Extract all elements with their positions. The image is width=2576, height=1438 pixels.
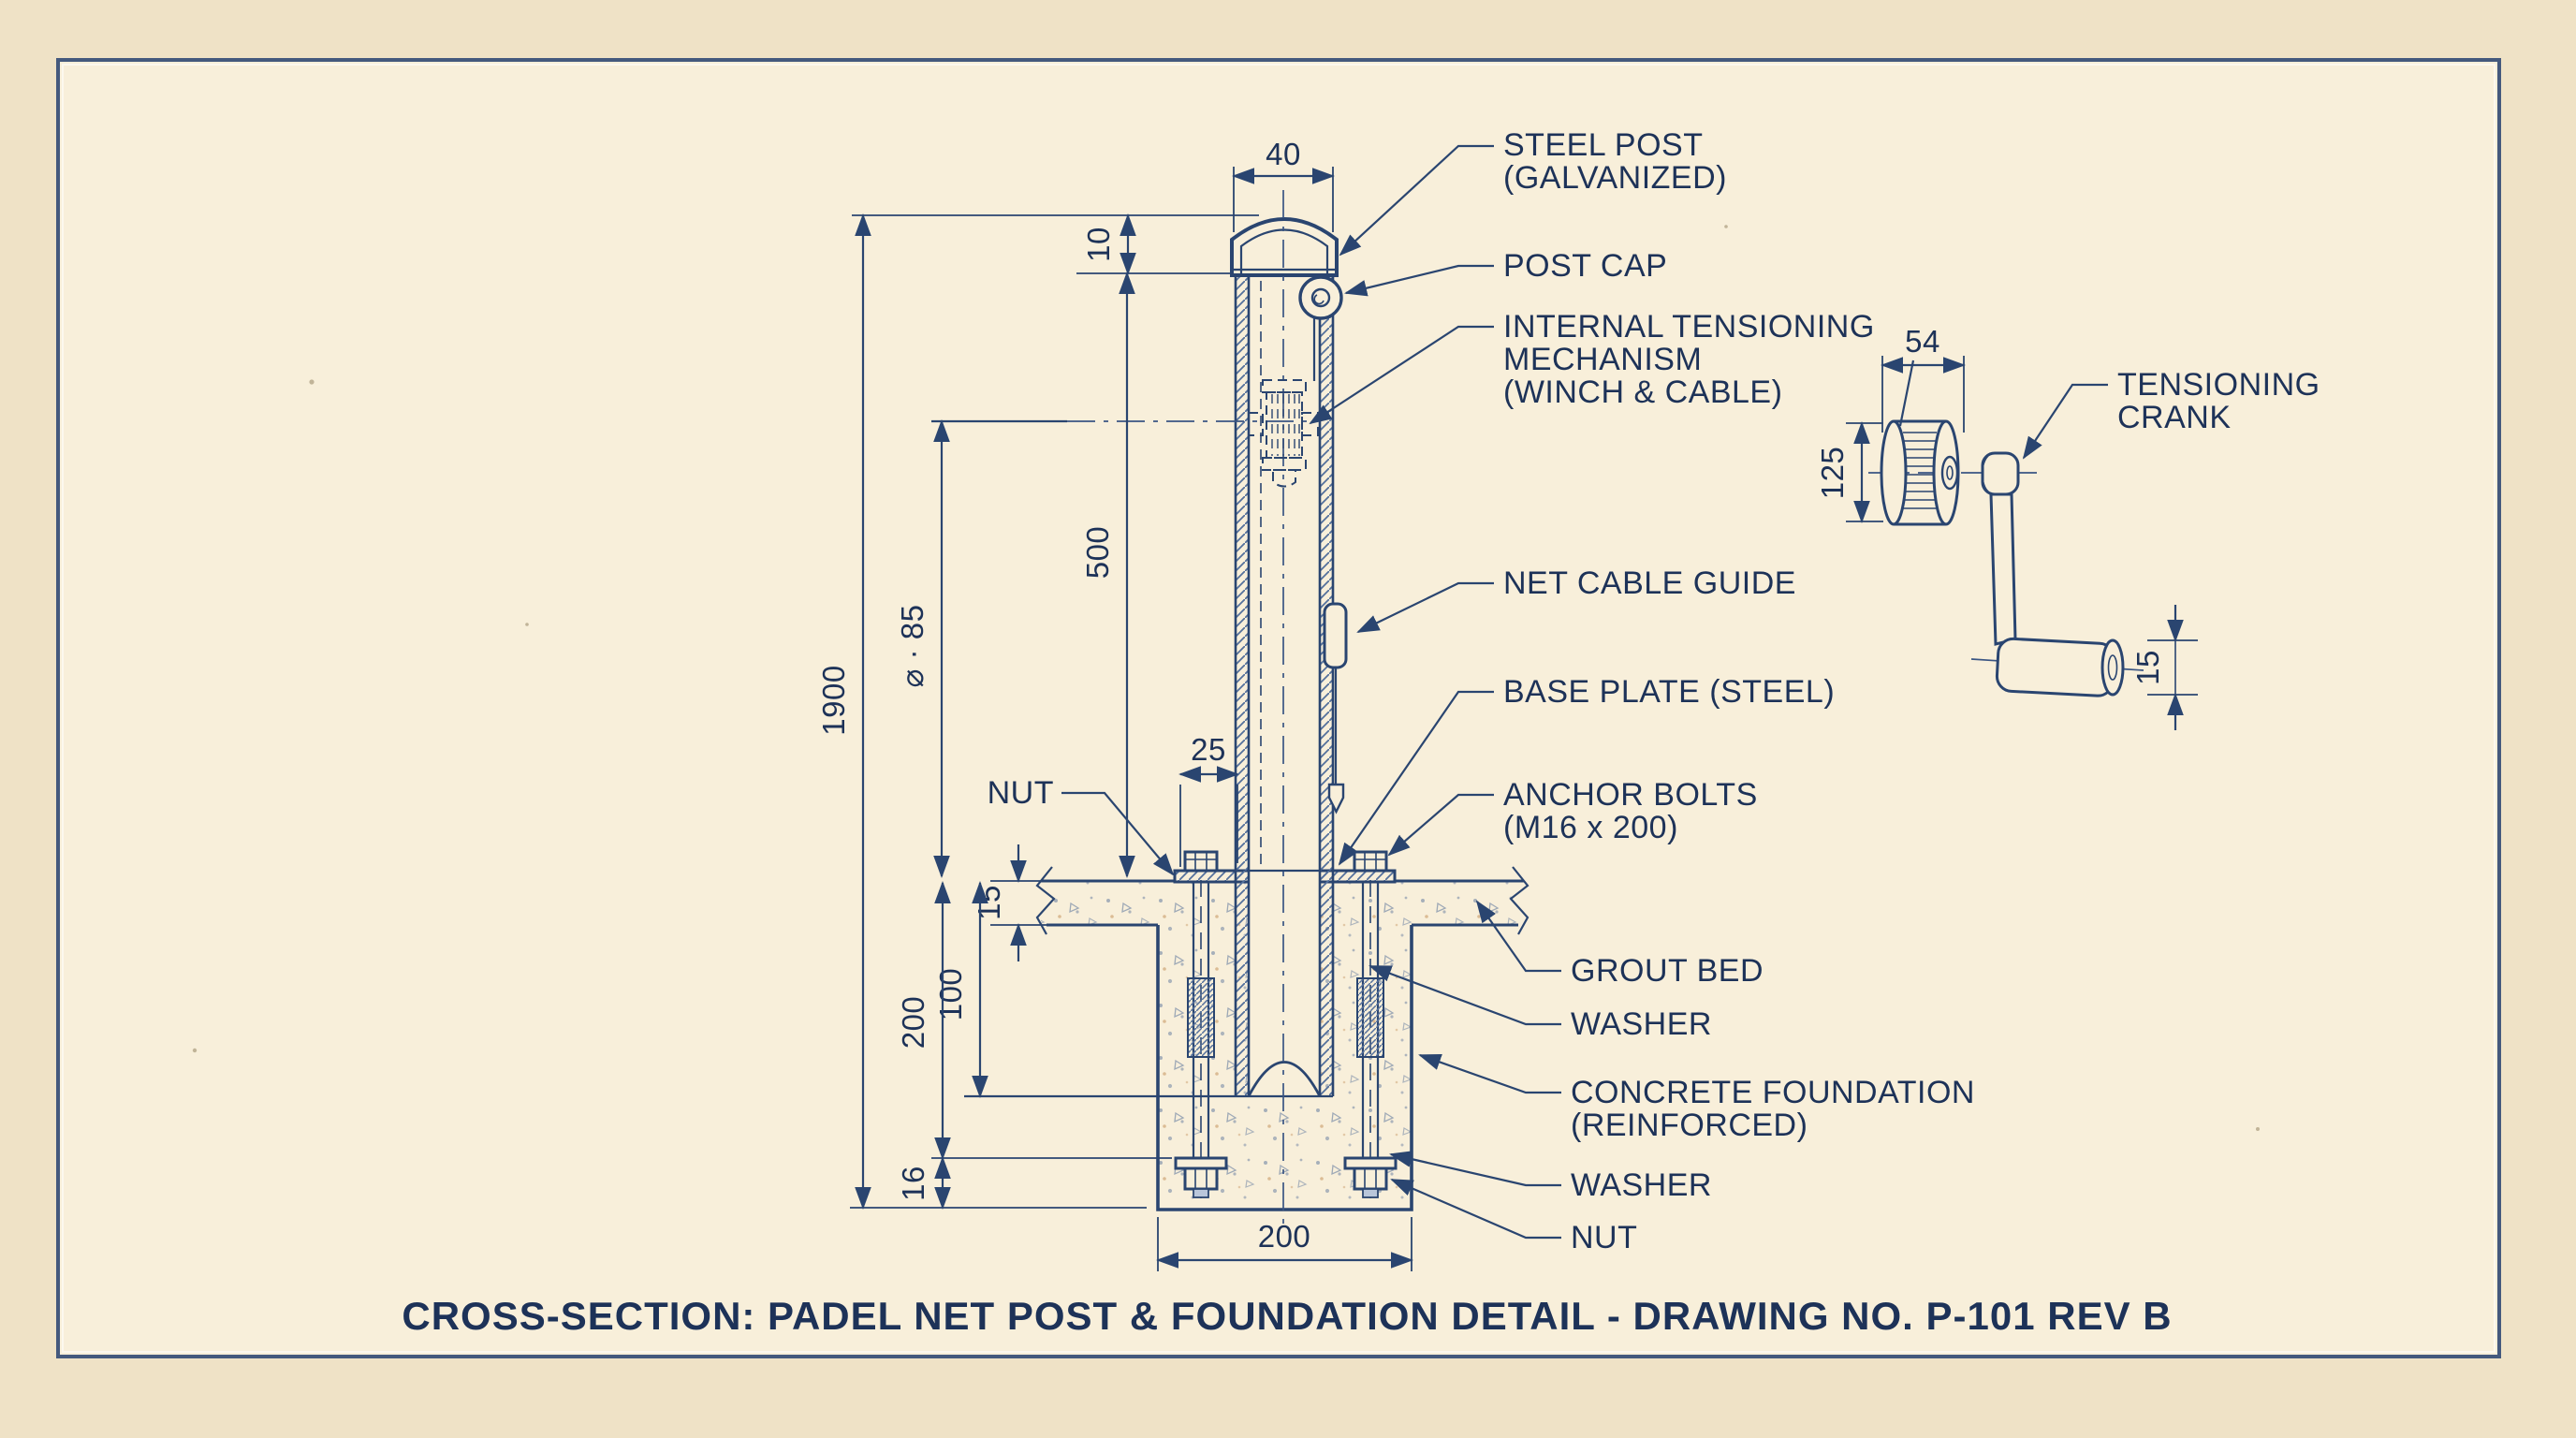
nut-lower [1353, 1167, 1388, 1191]
bolt-thread [1356, 977, 1384, 1058]
spool-flange-left [1880, 419, 1908, 526]
label-concrete-line2: (REINFORCED) [1571, 1108, 1808, 1143]
anchor-bolt-right [1343, 880, 1398, 1198]
dim-embed-depth: 100 [933, 968, 968, 1021]
dim-plate-edge: 25 [1191, 732, 1226, 767]
label-anchor-bolts-line1: ANCHOR BOLTS [1503, 777, 1758, 813]
post-wall-left [1236, 275, 1249, 1096]
dimensions-main: 40 10 500 ⌀ · 85 1900 25 15 100 200 16 [816, 137, 1414, 1271]
bolt-tail [1362, 1188, 1379, 1198]
label-nut-left: NUT [988, 775, 1054, 811]
label-washer-upper: WASHER [1571, 1006, 1712, 1042]
crank-hub-face [1981, 455, 1989, 492]
plate-nut-left [1183, 850, 1219, 873]
label-anchor-bolts-line2: (M16 x 200) [1503, 810, 1678, 845]
label-grout-bed: GROUT BED [1571, 953, 1764, 989]
label-net-cable-guide: NET CABLE GUIDE [1503, 565, 1796, 601]
washer-lower [1343, 1156, 1398, 1170]
spool-coils [1903, 432, 1937, 509]
cable-end-fitting [1327, 783, 1345, 814]
label-tensioning-crank-line1: TENSIONING [2117, 367, 2320, 403]
spool-hub [1940, 455, 1959, 491]
post-cap-inner [1239, 228, 1329, 275]
plate-nut-right [1353, 850, 1388, 873]
dim-handle-diameter: 15 [2130, 650, 2165, 685]
post-cap [1230, 217, 1339, 277]
dim-foundation-width: 200 [1258, 1219, 1311, 1254]
nut-facets [1194, 1168, 1208, 1189]
dim-grout-thickness: 15 [972, 885, 1006, 920]
dim-foundation-depth: 200 [896, 996, 930, 1049]
dim-post-width: 40 [1266, 137, 1301, 171]
pulley [1298, 275, 1343, 320]
steel-post [931, 190, 1348, 1225]
spool-rim-lines [1894, 419, 1946, 526]
post-wall-right [1320, 275, 1333, 1096]
label-mechanism-line1: INTERNAL TENSIONING [1503, 309, 1875, 345]
label-concrete-line1: CONCRETE FOUNDATION [1571, 1075, 1975, 1110]
dim-cover-below-nut: 16 [896, 1166, 930, 1201]
break-symbol-left [1035, 866, 1056, 935]
post-wall-edges [1234, 275, 1335, 1096]
dim-winch-diameter: ⌀ · 85 [895, 605, 929, 688]
crank-hub [1981, 451, 2020, 496]
anchor-bolt-left [1174, 880, 1228, 1198]
winch-drum [1248, 379, 1319, 488]
dim-winch-height: 500 [1080, 526, 1115, 580]
dim-spool-height: 125 [1815, 447, 1850, 500]
label-mechanism-line2: MECHANISM [1503, 342, 1702, 377]
spool-hub-bore [1946, 465, 1954, 480]
crank-handle [1995, 637, 2116, 697]
drawing-title: CROSS-SECTION: PADEL NET POST & FOUNDATI… [402, 1294, 2172, 1338]
frame-highlight [62, 64, 2496, 1353]
handle-end [2100, 638, 2125, 697]
plate-interior-gap [1249, 869, 1320, 884]
dim-spool-width: 54 [1905, 324, 1940, 359]
nut-lower [1183, 1167, 1219, 1191]
label-steel-post-line2: (GALVANIZED) [1503, 160, 1727, 196]
label-washer-lower: WASHER [1571, 1167, 1712, 1203]
foundation-outline [1156, 925, 1413, 1211]
handle-end-bore [2107, 654, 2118, 681]
break-symbol-right [1509, 866, 1530, 935]
post-bottom-dome [1247, 1061, 1322, 1097]
post-cap-bottom [1232, 268, 1337, 277]
bolt-thread [1187, 977, 1215, 1058]
crank-arm [1989, 492, 2017, 646]
post-tube-interior [1249, 879, 1320, 1096]
washer-lower [1174, 1156, 1228, 1170]
label-nut-lower: NUT [1571, 1220, 1637, 1255]
bolt-tail [1193, 1188, 1209, 1198]
tensioning-crank-detail: TENSIONING CRANK 54 125 15 [1815, 324, 2320, 730]
dim-total-height: 1900 [816, 665, 851, 735]
paper-specks [192, 225, 2260, 1131]
base-plate [1173, 850, 1397, 884]
net-cable-guide [1323, 602, 1348, 669]
label-post-cap: POST CAP [1503, 248, 1667, 284]
nut-facets [1364, 1168, 1377, 1189]
label-tensioning-crank-line2: CRANK [2117, 400, 2232, 435]
label-base-plate: BASE PLATE (STEEL) [1503, 674, 1835, 710]
label-steel-post-line1: STEEL POST [1503, 127, 1703, 163]
label-mechanism-line3: (WINCH & CABLE) [1503, 374, 1782, 410]
dim-cap-height: 10 [1081, 227, 1116, 262]
callouts: STEEL POST (GALVANIZED) POST CAP INTERNA… [988, 127, 1975, 1255]
